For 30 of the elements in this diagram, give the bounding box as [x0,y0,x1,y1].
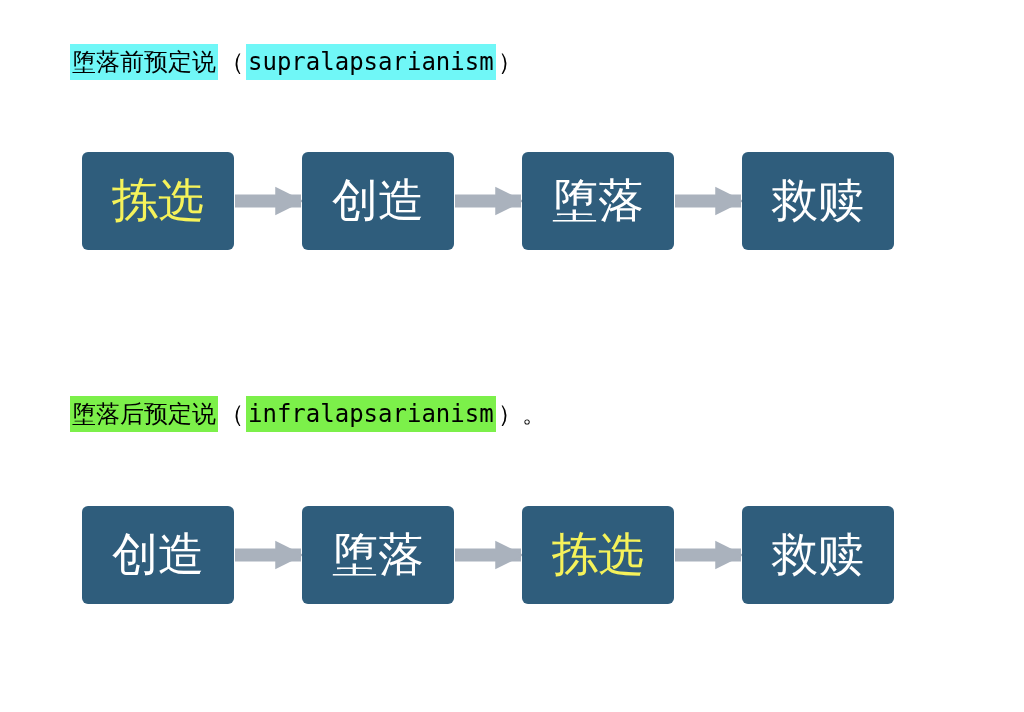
process-box [82,152,234,250]
process-box [522,506,674,604]
box-label: 拣选 [112,172,204,229]
arrow [235,186,304,216]
highlighted-text: infralapsarianism [246,396,496,432]
arrow [675,540,744,570]
arrow [235,540,304,570]
box-label: 救赎 [772,526,864,583]
punctuation-text: ） [496,47,523,78]
process-box [522,152,674,250]
punctuation-text: （ [219,399,245,430]
process-box [302,152,454,250]
process-box [742,506,894,604]
punctuation-text: ）。 [496,399,547,430]
highlighted-text: 堕落后预定说 [70,396,218,432]
highlighted-text: supralapsarianism [246,44,496,80]
process-box [302,506,454,604]
process-box [82,506,234,604]
box-label: 创造 [112,526,204,583]
punctuation-text: （ [219,47,245,78]
box-label: 拣选 [552,526,644,583]
arrow [455,186,524,216]
box-label: 救赎 [772,172,864,229]
highlighted-text: 堕落前预定说 [70,44,218,80]
arrow [455,540,524,570]
box-label: 堕落 [552,172,644,229]
arrow [675,186,744,216]
box-label: 堕落 [332,526,424,583]
process-box [742,152,894,250]
box-label: 创造 [332,172,424,229]
